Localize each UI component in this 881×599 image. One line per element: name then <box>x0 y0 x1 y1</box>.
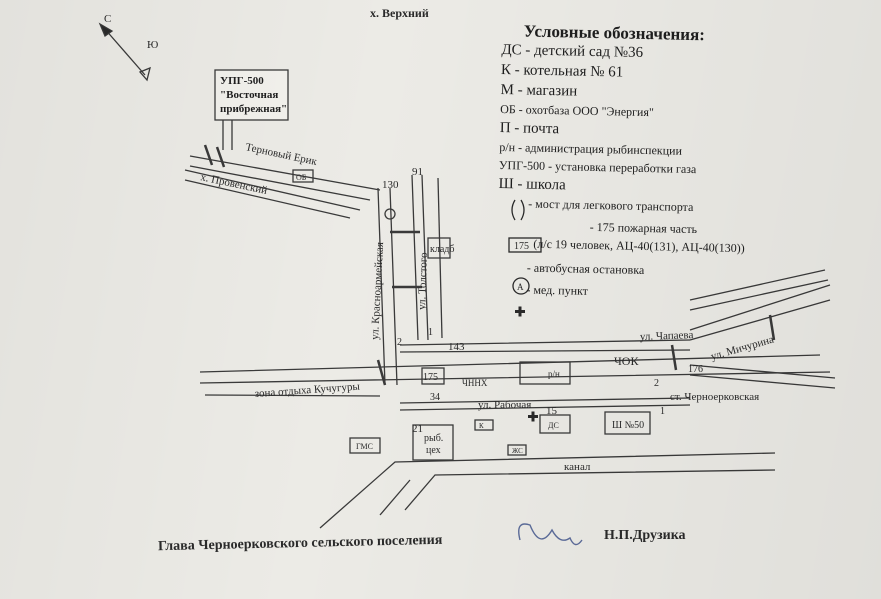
legend-med-icon <box>515 306 525 317</box>
label-ryb1: рыб. <box>424 433 443 444</box>
bus-stop-icon <box>384 208 396 220</box>
chernoerk-street <box>689 364 836 389</box>
legend: Условные обозначения: ДС - детский сад №… <box>496 21 842 308</box>
rn-box <box>519 361 571 385</box>
canal <box>319 452 776 529</box>
upper-east-street <box>689 269 829 311</box>
label-tolstogo: ул. Толстого <box>416 252 430 310</box>
gms-box <box>349 437 381 454</box>
upg-line3: прибрежная" <box>220 103 287 115</box>
label-k: К <box>479 422 484 430</box>
michurina-street <box>689 284 831 341</box>
label-ds: ДС <box>548 421 559 430</box>
label-chnkh: ЧННХ <box>462 378 488 388</box>
label-chernoerk: ст. Черноерковская <box>670 391 759 403</box>
label-21: 21 <box>412 423 423 435</box>
compass-north-label: С <box>104 13 111 25</box>
fire-station-box <box>421 367 445 385</box>
label-school: Ш №50 <box>612 420 644 431</box>
zhs-box <box>507 444 527 456</box>
road-provensky <box>184 169 361 219</box>
road-upg <box>222 120 233 150</box>
label-rabochaya: ул. Рабочая <box>478 399 531 411</box>
school-box <box>604 411 651 435</box>
signature-name: Н.П.Друзика <box>604 528 686 543</box>
compass-arrow-icon <box>103 27 146 76</box>
fish-shop-box <box>412 424 454 461</box>
label-130: 130 <box>382 179 399 191</box>
label-ob: ОБ <box>296 173 307 182</box>
bridge-7 <box>768 314 776 341</box>
rabochaya-street <box>399 397 691 411</box>
label-krasnoarm: ул. Красноармейская <box>369 242 386 340</box>
legend-bridge-icon <box>511 199 525 221</box>
ds-box <box>539 414 571 434</box>
label-rn: р/н <box>548 369 560 379</box>
label-15: 15 <box>546 405 558 417</box>
bridge-1 <box>203 144 214 166</box>
label-1b: 1 <box>660 406 665 417</box>
chapaeva-street <box>399 339 691 353</box>
label-zhs: ЖС <box>512 447 523 455</box>
label-kladb: кладб <box>430 244 454 255</box>
label-2b: 2 <box>654 378 659 389</box>
k-box <box>474 419 494 431</box>
label-michurina: ул. Мичурина <box>710 333 776 362</box>
label-143: 143 <box>448 341 465 353</box>
canal-inner <box>379 479 411 516</box>
main-horizontal-street <box>199 354 831 384</box>
label-176: 176 <box>688 364 703 375</box>
bridge-6 <box>670 344 678 371</box>
label-175: 175 <box>423 372 438 383</box>
legend-bus-icon <box>512 277 530 295</box>
upg-line2: "Восточная <box>220 89 278 101</box>
cemetery-box <box>427 237 451 259</box>
legend-bus-letter: А <box>517 282 524 292</box>
ob-box <box>292 169 314 183</box>
bridge-2 <box>215 146 226 168</box>
bridge-5 <box>376 359 387 386</box>
label-chok: ЧОК <box>614 354 639 368</box>
label-34: 34 <box>430 392 440 403</box>
med-point-icon <box>528 411 538 422</box>
settlement-title: х. Верхний <box>370 6 429 20</box>
label-ryb2: цех <box>426 445 441 456</box>
upg-line1: УПГ-500 <box>220 75 264 87</box>
legend-fire-code: 175 <box>514 241 529 252</box>
label-kuchugury: зона отдыха Кучугуры <box>254 381 360 400</box>
label-chapaeva: ул. Чапаева <box>640 329 694 343</box>
compass-tail-icon <box>138 66 151 82</box>
label-gms: ГМС <box>356 442 373 451</box>
label-2: 2 <box>397 337 402 348</box>
upg-box <box>214 69 289 121</box>
label-provensky: х. Провенский <box>199 171 268 197</box>
legend-fire-icon <box>508 237 542 253</box>
legend-item-bus: - автобусная остановка <box>526 260 645 278</box>
north-arrowhead-icon <box>98 22 114 38</box>
label-ternovyi: Терновый Ерик <box>244 141 318 168</box>
label-1: 1 <box>428 327 433 338</box>
kuchugury-road <box>204 394 381 397</box>
signature-icon <box>518 523 583 546</box>
compass-east-label: Ю <box>147 39 158 51</box>
label-kanal: канал <box>564 461 591 473</box>
label-91: 91 <box>412 166 423 178</box>
tolstogo-street <box>411 174 429 341</box>
